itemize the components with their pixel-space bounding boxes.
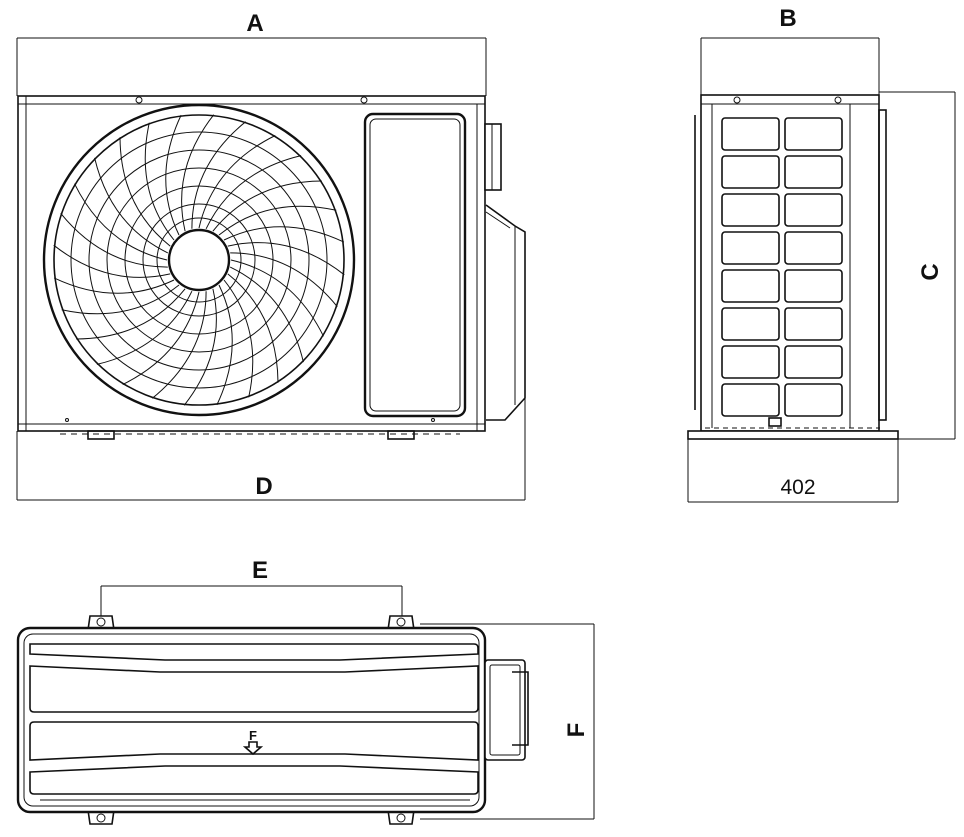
airflow-marker: F xyxy=(242,728,264,756)
dimension-e-label: E xyxy=(252,557,268,584)
dimension-a: A xyxy=(16,10,487,96)
top-casing xyxy=(16,626,487,814)
airflow-marker-label: F xyxy=(249,728,257,743)
access-panel xyxy=(363,112,467,418)
dimension-f: F xyxy=(420,623,595,820)
side-louvers xyxy=(721,117,843,417)
side-casing xyxy=(687,94,899,440)
dimension-f-label: F xyxy=(563,723,590,738)
dimension-b-label: B xyxy=(779,5,796,32)
down-arrow-icon xyxy=(242,741,264,756)
dimension-b: B xyxy=(700,5,880,96)
dimension-a-label: A xyxy=(246,10,263,37)
dimension-c: C xyxy=(879,91,956,440)
dimension-c-label: C xyxy=(917,263,944,280)
dimension-d-label: D xyxy=(255,473,272,500)
depth-value: 402 xyxy=(780,476,815,499)
front-view: A xyxy=(16,10,526,501)
side-view: B C 402 xyxy=(687,5,956,503)
fan-grille xyxy=(42,103,356,417)
dimension-e: E xyxy=(100,557,403,622)
top-valve-housing xyxy=(484,659,529,761)
dimension-depth: 402 xyxy=(687,439,899,503)
valve-cover xyxy=(484,123,526,421)
dimension-d: D xyxy=(16,232,526,501)
top-view: E F xyxy=(16,557,595,825)
